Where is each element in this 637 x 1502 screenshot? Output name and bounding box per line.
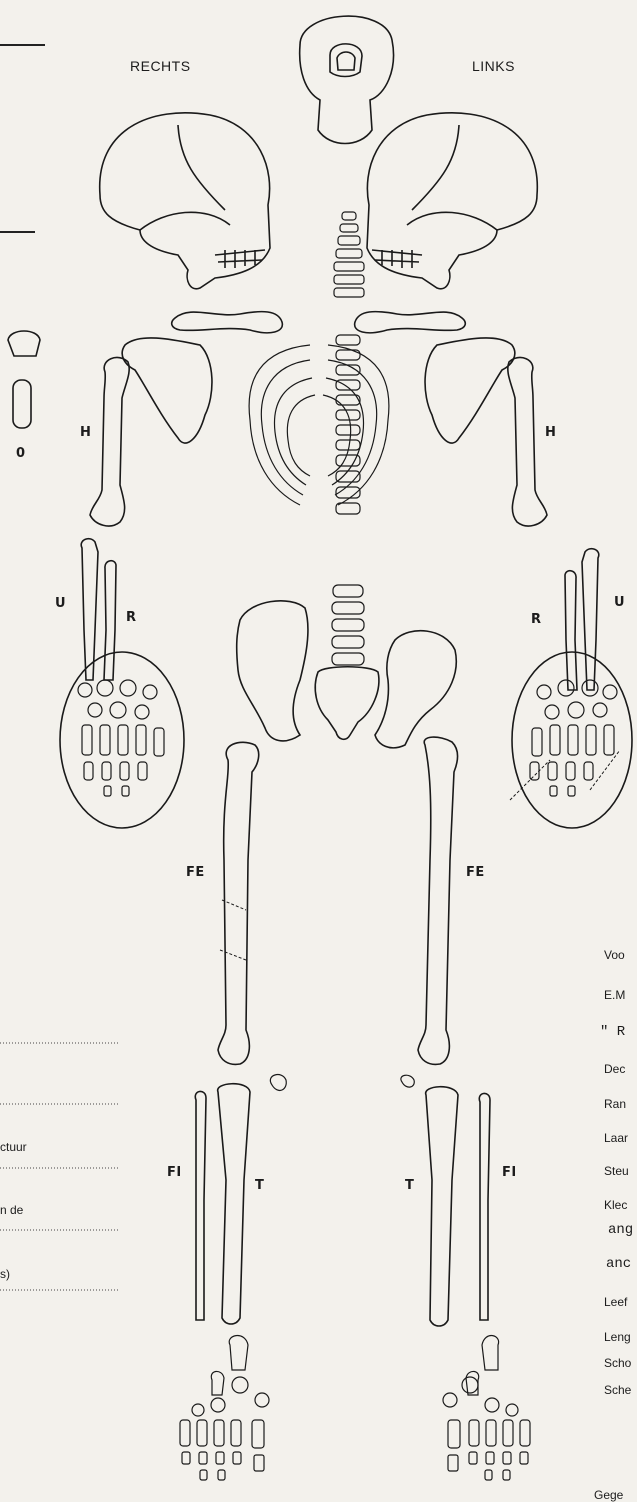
label-left-side: LINKS: [472, 58, 515, 74]
right-fragment-10: anc: [606, 1256, 631, 1272]
label-fibula-right: FI: [167, 1165, 182, 1180]
left-fragment-2: n de: [0, 1203, 23, 1217]
radius-right: [104, 561, 116, 680]
right-fragment-1: Voo: [604, 948, 625, 962]
right-fragment-2: E.M: [604, 988, 625, 1002]
humerus-left: [508, 357, 547, 525]
right-fragment-4: Dec: [604, 1062, 625, 1076]
tibia-left: [426, 1087, 458, 1326]
left-margin-form-lines: [0, 1043, 118, 1290]
skull-right-lateral: [100, 113, 270, 289]
label-ulna-left: U: [614, 595, 625, 610]
ribcage: [249, 345, 389, 505]
skull-left-lateral: [367, 113, 537, 289]
label-radius-left: R: [531, 612, 542, 627]
pelvis-right: [237, 601, 308, 741]
clavicle-left: [355, 312, 466, 333]
label-femur-right: FE: [186, 865, 205, 880]
right-fragment-12: Leng: [604, 1330, 631, 1344]
fibula-right: [195, 1091, 206, 1320]
tibia-right: [218, 1084, 250, 1324]
femur-left: [418, 737, 458, 1064]
label-loose-bone: 0: [16, 446, 26, 461]
hand-right: [60, 652, 184, 828]
clavicle-right: [172, 312, 283, 333]
patella-left: [401, 1075, 414, 1087]
right-fragment-6: Laar: [604, 1131, 628, 1145]
label-femur-left: FE: [466, 865, 485, 880]
fibula-left: [479, 1093, 490, 1320]
label-tibia-right: T: [255, 1178, 264, 1193]
label-right-side: RECHTS: [130, 58, 191, 74]
foot-left: [443, 1336, 530, 1480]
right-fragment-3: " R: [600, 1024, 625, 1040]
right-fragment-8: Klec: [604, 1198, 627, 1212]
label-humerus-left: H: [545, 425, 556, 440]
label-humerus-right: H: [80, 425, 91, 440]
scapula-right: [122, 338, 212, 443]
sacrum: [315, 667, 379, 740]
left-fragment-3: s): [0, 1267, 10, 1281]
femur-right: [218, 742, 259, 1064]
loose-bones: [8, 331, 40, 428]
patella-right: [270, 1075, 286, 1091]
right-fragment-9: ang: [608, 1222, 633, 1238]
radius-left: [565, 571, 577, 690]
label-ulna-right: U: [55, 596, 66, 611]
label-tibia-left: T: [405, 1178, 414, 1193]
label-radius-right: R: [126, 610, 137, 625]
right-fragment-7: Steu: [604, 1164, 629, 1178]
foot-right: [180, 1336, 269, 1480]
right-fragment-11: Leef: [604, 1295, 627, 1309]
skull-front-view: [300, 16, 394, 143]
cervical-vertebrae: [334, 212, 364, 297]
hand-left-bones: [530, 680, 617, 796]
ulna-left: [582, 549, 599, 690]
scapula-left: [425, 338, 515, 443]
left-fragment-1: ctuur: [0, 1140, 27, 1154]
right-fragment-13: Scho: [604, 1356, 631, 1370]
right-fragment-5: Ran: [604, 1097, 626, 1111]
pelvis-left: [375, 631, 456, 748]
humerus-right: [90, 357, 129, 525]
hand-right-bones: [78, 680, 164, 796]
ulna-right: [81, 539, 98, 680]
right-fragment-14: Sche: [604, 1383, 631, 1397]
label-fibula-left: FI: [502, 1165, 517, 1180]
spine-vertebrae: [332, 335, 364, 665]
